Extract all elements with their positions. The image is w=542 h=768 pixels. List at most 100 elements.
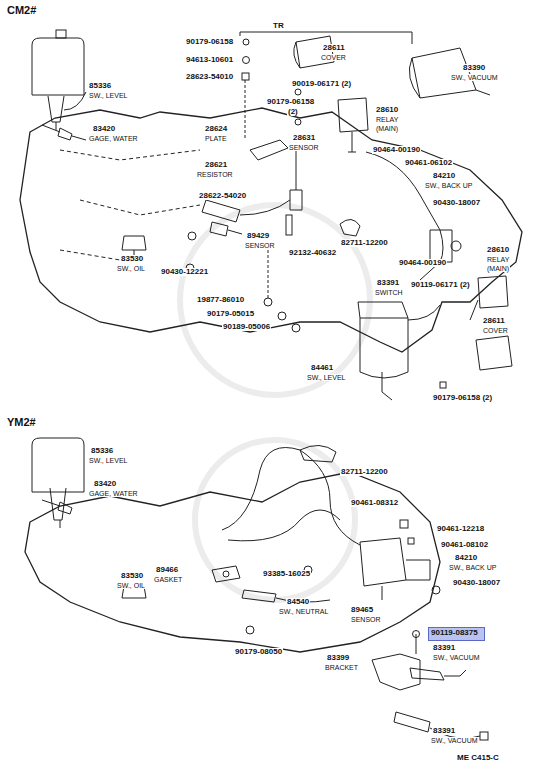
part-number: 83399	[326, 654, 350, 662]
fastener	[186, 250, 300, 332]
part-number: 90461-08102	[440, 541, 489, 549]
part-number: 90179-06158	[185, 38, 234, 46]
part-name: SENSOR	[244, 242, 276, 249]
part-number: 83420	[92, 125, 116, 133]
part-number: 83391	[432, 727, 456, 735]
level-switch	[48, 92, 86, 130]
part-number: 90464-00190	[398, 259, 447, 267]
part-number: 82711-12200	[340, 239, 389, 247]
part-name: RESISTOR	[196, 171, 234, 178]
part-number: 28610	[375, 106, 399, 114]
part-number: 90119-06171 (2)	[410, 281, 471, 289]
part-number: 28621	[204, 161, 228, 169]
watermark	[180, 205, 370, 600]
temp-sensor	[210, 222, 242, 236]
neutral-switch	[360, 538, 406, 600]
relay-cover	[476, 336, 512, 370]
engine-outline	[25, 472, 440, 652]
part-name: COVER	[482, 327, 509, 334]
part-number: 84210	[454, 554, 478, 562]
part-number: 90430-12221	[160, 268, 209, 276]
part-number: 93385-16025	[262, 570, 311, 578]
bracket	[372, 634, 420, 690]
part-number: 83391	[376, 279, 400, 287]
resistor	[202, 200, 290, 222]
part-number: (2)	[287, 108, 299, 116]
part-name: SW., OIL	[116, 265, 146, 272]
part-number: 90179-06158	[266, 98, 315, 106]
part-number: 19877-86010	[196, 296, 245, 304]
part-name: SW., BACK UP	[448, 564, 497, 571]
part-name: SW., VACUUM	[430, 737, 479, 744]
part-number: 90019-06171 (2)	[291, 80, 352, 88]
part-number: 83530	[120, 572, 144, 580]
part-number: ME C415-C	[456, 754, 500, 762]
backup-switch	[406, 560, 430, 580]
section-heading: YM2#	[6, 417, 37, 428]
part-number: 90430-18007	[432, 199, 481, 207]
part-name: SW., BACK UP	[424, 182, 473, 189]
part-number: 92132-40632	[288, 249, 337, 257]
backup-switch	[430, 230, 452, 262]
part-name: SENSOR	[350, 616, 382, 623]
part-number: 94613-10601	[185, 56, 234, 64]
part-number: 89465	[350, 606, 374, 614]
part-number: 83420	[93, 480, 117, 488]
part-name: GASKET	[153, 576, 183, 583]
part-number: 84210	[432, 172, 456, 180]
part-number: 82711-12200	[340, 468, 389, 476]
part-number: 89429	[246, 232, 270, 240]
water-gage-sensor	[42, 500, 72, 514]
group-bracket	[240, 32, 412, 44]
part-name: RELAY	[486, 256, 510, 263]
part-number: 84461	[310, 364, 334, 372]
part-number: 83530	[120, 255, 144, 263]
part-name: SW., LEVEL	[88, 457, 129, 464]
part-number: 90461-12218	[436, 525, 485, 533]
part-number: 90179-06158 (2)	[432, 394, 493, 402]
water-gage-sensor	[42, 125, 86, 140]
part-number: 85336	[90, 447, 114, 455]
gasket	[212, 566, 240, 582]
clip	[340, 219, 360, 236]
engine-outline	[20, 108, 522, 352]
part-number: 28622-54020	[198, 192, 247, 200]
part-number: 90464-00190	[372, 146, 421, 154]
part-number: 28611	[322, 44, 346, 52]
part-name: SW., LEVEL	[88, 92, 129, 99]
wire-harness	[222, 448, 360, 546]
part-number: 28623-54010	[185, 73, 234, 81]
part-number: 89466	[155, 566, 179, 574]
part-name: SW., NEUTRAL	[278, 608, 329, 615]
part-number: 28631	[292, 134, 316, 142]
relay	[338, 98, 368, 152]
engine-detail	[60, 150, 200, 260]
part-number: TR	[272, 22, 285, 30]
wire-harness	[228, 510, 340, 541]
part-name: SW., VACUUM	[432, 654, 481, 661]
level-switch-tank	[358, 302, 440, 378]
part-number: 90430-18007	[452, 579, 501, 587]
part-number: 90119-08375	[431, 628, 478, 637]
vacuum-switch	[394, 712, 480, 738]
part-number: 90179-05015	[206, 310, 255, 318]
relay	[470, 276, 508, 320]
highlighted-part-number: 90119-08375	[428, 627, 485, 641]
part-name: SW., LEVEL	[306, 374, 347, 381]
part-number: 28610	[486, 246, 510, 254]
part-number: 90461-08312	[350, 499, 399, 507]
part-number: 90189-05006	[222, 323, 271, 331]
part-name: GAGE, WATER	[88, 135, 139, 142]
part-number: 90461-06102	[404, 159, 453, 167]
part-name: COVER	[320, 54, 347, 61]
bolt	[242, 39, 250, 140]
part-number: 90179-08050	[234, 648, 283, 656]
part-number: 83390	[462, 64, 486, 72]
part-name: (MAIN)	[375, 125, 399, 132]
vacuum-switch	[410, 668, 466, 680]
part-number: 85336	[88, 82, 112, 90]
part-number: 28624	[204, 125, 228, 133]
section-heading: CM2#	[6, 5, 37, 16]
part-name: (MAIN)	[486, 265, 510, 272]
part-name: SENSOR	[288, 144, 320, 151]
